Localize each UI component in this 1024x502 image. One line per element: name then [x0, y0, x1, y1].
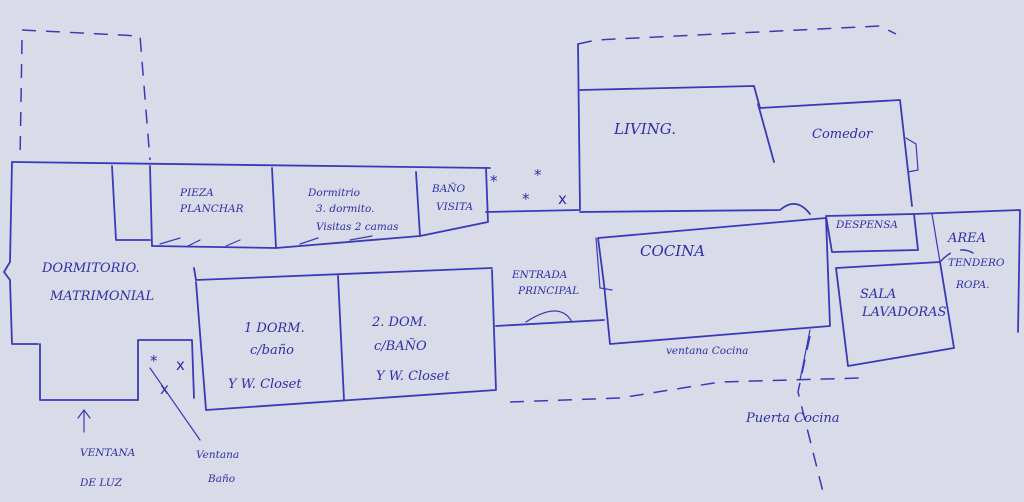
label-ventana-bano-1: Ventana: [196, 449, 239, 461]
divider-1: [149, 165, 153, 247]
fixture-cross: x: [558, 190, 567, 208]
kitchen-outline: [597, 217, 831, 345]
label-dorm2-3: Y W. Closet: [376, 369, 450, 384]
upper-left-outline: [21, 29, 151, 161]
label-principal: PRINCIPAL: [517, 285, 579, 297]
label-sala: SALA: [860, 287, 896, 302]
bedrooms-block: [195, 269, 497, 411]
label-dorm1-1: 1 DORM.: [244, 321, 305, 336]
label-dormitorio-visitas-2: 3. dormito.: [316, 203, 374, 215]
label-ventana-luz-2: DE LUZ: [79, 477, 123, 489]
label-dormitorio-visitas-3: Visitas 2 camas: [316, 221, 399, 233]
kitchen-path-dashed: [797, 335, 825, 497]
closet-wall: [111, 165, 151, 241]
label-bano: BAÑO: [431, 181, 465, 195]
comedor-window: [905, 137, 919, 173]
front-dashed-line: [509, 377, 861, 403]
corridor-top-wall: [11, 161, 491, 169]
label-cocina: COCINA: [640, 242, 705, 260]
label-ventana-bano-2: Baño: [207, 473, 235, 485]
label-ropa: ROPA.: [955, 279, 990, 291]
bath-wall: [137, 339, 195, 401]
master-bedroom-left-wall: [3, 161, 39, 345]
label-puerta-cocina: Puerta Cocina: [745, 411, 839, 426]
label-tendero: TENDERO: [948, 257, 1005, 269]
fixture-symbols: * * * x * x x: [150, 166, 567, 398]
living-top-wall: [579, 85, 913, 207]
label-area: AREA: [947, 231, 986, 246]
living-top-dashed: [577, 25, 897, 45]
upper-left-outline-left: [19, 39, 23, 161]
label-dorm2-2: c/BAÑO: [374, 338, 427, 354]
fixture-star: *: [150, 352, 158, 370]
label-pieza: PIEZA: [179, 187, 214, 199]
hatch-marks: [159, 235, 373, 247]
fixture-cross: x: [176, 356, 185, 374]
middle-band-top: [193, 267, 493, 281]
ventana-bano-pointer: [149, 367, 201, 441]
bano-visita-room: [419, 167, 489, 237]
label-planchar: PLANCHAR: [179, 203, 244, 215]
tendedero-outline: [913, 209, 1021, 333]
fixture-star: *: [522, 190, 530, 208]
label-despensa: DESPENSA: [835, 219, 898, 231]
label-matrimonial: MATRIMONIAL: [49, 289, 154, 304]
label-comedor: Comedor: [812, 127, 873, 142]
label-living: LIVING.: [613, 120, 676, 138]
master-bedroom-bottom-wall: [39, 343, 139, 401]
despensa-outline: [825, 213, 919, 253]
label-ventana-cocina: ventana Cocina: [666, 345, 748, 357]
label-dormitorio-visitas-1: Dormitrio: [307, 187, 360, 199]
fixture-cross: x: [160, 380, 169, 398]
living-bottom-wall: [579, 203, 811, 215]
fixture-star: *: [534, 166, 542, 184]
kitchen-door-leaf: [799, 329, 811, 381]
lavadoras-outline: [835, 261, 955, 367]
label-lavadoras: LAVADORAS: [861, 305, 947, 320]
label-dorm2-1: 2. DOM.: [371, 315, 427, 330]
entrance-wall: [495, 319, 605, 327]
walls: [3, 25, 1021, 497]
living-left-wall: [485, 43, 581, 213]
entrance-door-arc: [525, 310, 573, 323]
room-labels: PIEZA PLANCHAR Dormitrio 3. dormito. Vis…: [41, 120, 1005, 489]
living-comedor-divider: [757, 103, 775, 163]
kitchen-left-inner: [595, 237, 613, 291]
label-dorm1-3: Y W. Closet: [228, 377, 302, 392]
tendedero-door-arc: [939, 249, 981, 263]
tendedero-divider: [931, 213, 941, 263]
label-entrada: ENTRADA: [511, 269, 568, 281]
label-visita: VISITA: [436, 201, 474, 213]
label-dormitorio: DORMITORIO.: [41, 261, 140, 276]
bedroom-divider: [337, 275, 345, 401]
ventana-luz-arrow: [77, 409, 91, 433]
label-ventana-luz-1: VENTANA: [80, 447, 136, 459]
fixture-star: *: [490, 172, 498, 190]
label-dorm1-2: c/baño: [250, 343, 294, 358]
